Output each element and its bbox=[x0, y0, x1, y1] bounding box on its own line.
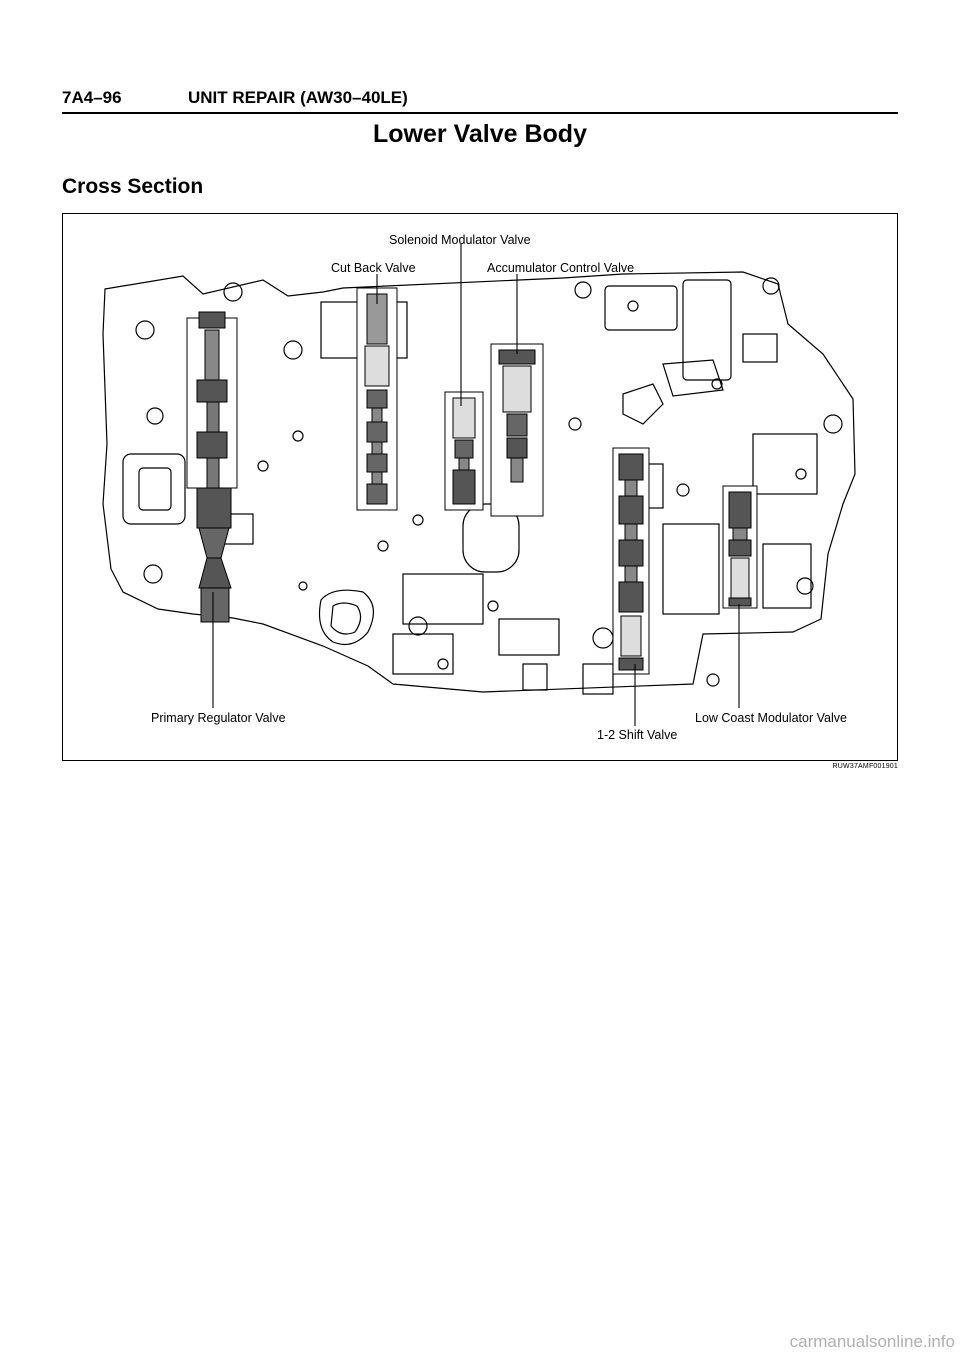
low-coast-modulator-valve bbox=[722, 485, 758, 609]
label-low-coast-modulator-valve: Low Coast Modulator Valve bbox=[695, 711, 847, 725]
primary-regulator-valve bbox=[186, 311, 238, 623]
label-1-2-shift-valve: 1-2 Shift Valve bbox=[597, 728, 678, 742]
solenoid-modulator-valve bbox=[444, 391, 484, 511]
valve-body-figure: Solenoid Modulator Valve Cut Back Valve … bbox=[62, 213, 898, 761]
watermark: carmanualsonline.info bbox=[789, 1332, 955, 1351]
section-title: UNIT REPAIR (AW30–40LE) bbox=[188, 88, 408, 107]
label-accumulator-control-valve: Accumulator Control Valve bbox=[487, 261, 635, 275]
accumulator-control-valve bbox=[490, 343, 544, 517]
page-title: Lower Valve Body bbox=[373, 120, 587, 148]
valve-body-drawing bbox=[102, 244, 856, 726]
label-solenoid-modulator-valve: Solenoid Modulator Valve bbox=[389, 233, 531, 247]
label-cut-back-valve: Cut Back Valve bbox=[331, 261, 416, 275]
header-rule bbox=[62, 112, 898, 114]
shift-1-2-valve bbox=[612, 447, 650, 675]
figure-id: RUW37AMF001901 bbox=[832, 763, 898, 770]
label-primary-regulator-valve: Primary Regulator Valve bbox=[151, 711, 286, 725]
cut-back-valve bbox=[356, 287, 398, 511]
subtitle: Cross Section bbox=[62, 175, 204, 198]
page-header: 7A4–96 UNIT REPAIR (AW30–40LE) bbox=[62, 88, 898, 112]
page-number: 7A4–96 bbox=[62, 88, 122, 107]
